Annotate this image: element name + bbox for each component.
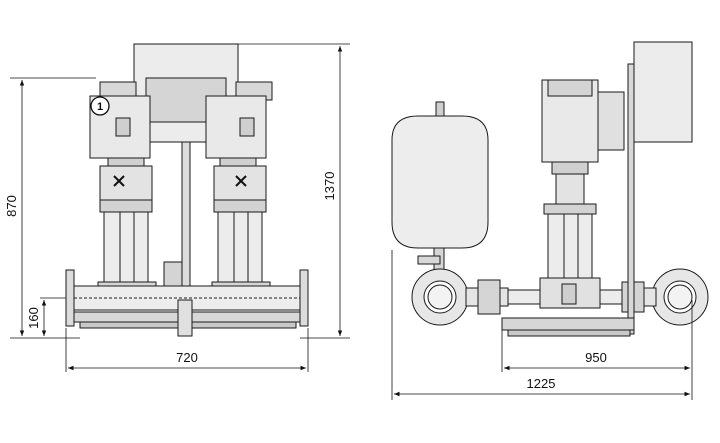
dim-label-160: 160 xyxy=(26,307,41,329)
suction-flange xyxy=(411,268,469,326)
control-cabinet xyxy=(133,43,239,143)
front-base-frame xyxy=(73,299,301,337)
callout-number: 1 xyxy=(97,101,103,113)
dim-label-1225: 1225 xyxy=(527,376,556,391)
side-base-frame xyxy=(501,317,635,337)
discharge-flange xyxy=(651,268,709,326)
callout-circle xyxy=(90,96,110,116)
front-view xyxy=(65,43,309,337)
front-dimensions xyxy=(10,43,350,372)
dim-label-1370: 1370 xyxy=(322,172,337,201)
pump-1 xyxy=(89,81,157,295)
dim-label-950: 950 xyxy=(585,350,607,365)
pump-2 xyxy=(205,81,273,295)
dim-label-870: 870 xyxy=(4,195,19,217)
diaphragm-tank xyxy=(391,101,489,271)
side-pump xyxy=(539,79,625,309)
side-view xyxy=(391,41,709,337)
dim-label-720: 720 xyxy=(176,350,198,365)
side-control-cabinet xyxy=(627,41,693,335)
side-dimensions xyxy=(391,250,693,400)
